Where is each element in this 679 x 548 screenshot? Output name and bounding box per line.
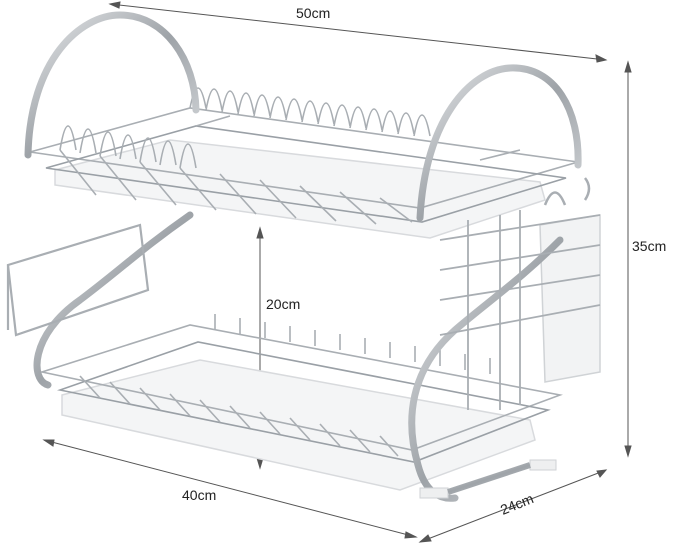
utensil-holder-frame [439,177,601,410]
height-dimension-label: 35cm [632,238,667,254]
lower-drip-tray [61,359,536,491]
utensil-holder-cup [539,214,601,383]
upper-frame-arches [24,11,582,222]
side-board-holder [6,223,150,337]
upper-drip-tray [54,139,546,239]
rack-feet [419,459,557,499]
side-s-frames [33,148,564,502]
length-dimension-label: 40cm [182,487,217,503]
dimension-lines [42,1,632,543]
lower-dish-basket [38,314,563,463]
width-dimension-label: 50cm [296,5,331,21]
tier-gap-dimension-label: 20cm [266,296,301,312]
